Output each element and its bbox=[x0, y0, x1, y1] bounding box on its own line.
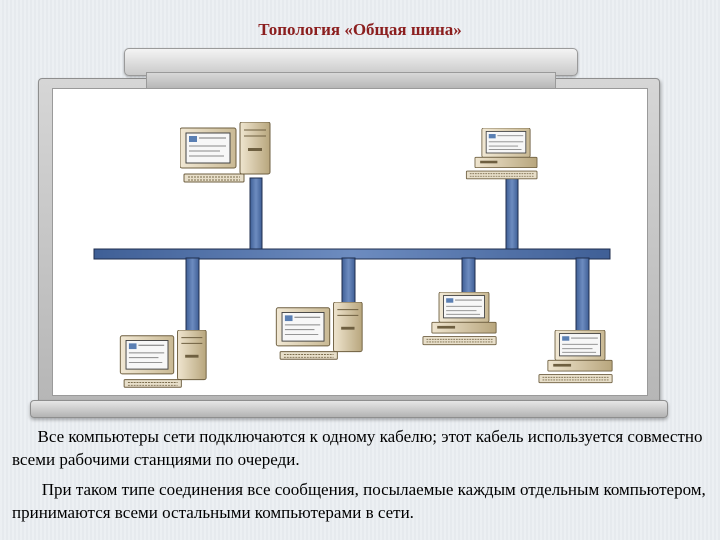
computer-icon-bottom-3 bbox=[422, 292, 497, 346]
computer-icon-top-right bbox=[465, 128, 538, 180]
slide-title: Топология «Общая шина» bbox=[258, 20, 462, 39]
drop-cable-bottom-4 bbox=[575, 257, 590, 335]
description-paragraph-2: При таком типе соединения все сообщения,… bbox=[12, 480, 706, 522]
drop-cable-bottom-1 bbox=[185, 257, 200, 337]
computer-icon-top-left bbox=[180, 122, 271, 183]
computer-icon-bottom-1 bbox=[119, 330, 207, 388]
board-bottom-rail bbox=[30, 400, 668, 418]
description-paragraph-1: Все компьютеры сети подключаются к одном… bbox=[12, 427, 703, 469]
drop-cable-top-1 bbox=[249, 177, 263, 251]
drop-cable-bottom-3 bbox=[461, 257, 476, 297]
drop-cable-top-2 bbox=[505, 177, 519, 251]
computer-icon-bottom-2 bbox=[275, 302, 363, 360]
drop-cable-bottom-2 bbox=[341, 257, 356, 307]
computer-icon-bottom-4 bbox=[538, 330, 613, 384]
